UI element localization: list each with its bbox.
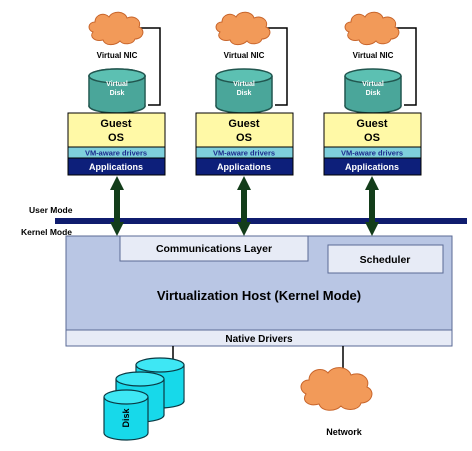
communications-layer-box (119, 235, 309, 262)
communications-layer-label: Communications Layer (156, 243, 272, 255)
vm-drivers-label: VM-aware drivers (85, 149, 147, 158)
applications-box (323, 157, 422, 176)
virtualization-host-title: Virtualization Host (Kernel Mode) (157, 288, 361, 303)
guest-os-label-line2: OS (236, 132, 252, 144)
guest-vm-2: Virtual NIC Virtual Disk Guest OS VM-awa… (195, 11, 294, 176)
network-label: Network (326, 427, 363, 437)
virtual-disk-label-line2: Disk (366, 90, 381, 97)
virtual-disk-label-line1: Virtual (106, 81, 128, 88)
virtual-disk-label-line2: Disk (110, 90, 125, 97)
guest-os-label-line1: Guest (228, 118, 260, 130)
physical-disk-stack-icon: Disk (103, 357, 185, 441)
virtual-disk-label-line1: Virtual (233, 81, 255, 88)
user-kernel-mode-bar (55, 218, 467, 224)
native-drivers-label: Native Drivers (225, 334, 293, 345)
scheduler-label: Scheduler (360, 254, 411, 266)
vm-drivers-label: VM-aware drivers (341, 149, 403, 158)
nic-connector-line (385, 27, 417, 106)
applications-box (67, 157, 166, 176)
applications-label: Applications (217, 162, 271, 172)
guest-vm-1: Virtual NIC Virtual Disk Guest OS VM-awa… (67, 11, 166, 176)
virtual-nic-label: Virtual NIC (224, 51, 265, 60)
guest-os-label-line2: OS (108, 132, 124, 144)
guest-2-kernel-arrow (237, 176, 251, 236)
vm-drivers-label: VM-aware drivers (213, 149, 275, 158)
virtual-disk-icon: Virtual Disk (215, 68, 273, 114)
scheduler-box (327, 244, 444, 274)
native-drivers-box (65, 329, 453, 347)
applications-box (195, 157, 294, 176)
user-mode-label: User Mode (29, 205, 73, 215)
virtual-disk-icon: Virtual Disk (88, 68, 146, 114)
virtual-nic-cloud-icon (344, 11, 400, 46)
guest-os-box (195, 112, 294, 148)
guest-3-kernel-arrow (365, 176, 379, 236)
nic-connector-line (256, 27, 288, 106)
kernel-mode-label: Kernel Mode (21, 227, 72, 237)
network-cloud-icon (300, 367, 373, 411)
guest-vm-3: Virtual NIC Virtual Disk Guest OS VM-awa… (323, 11, 422, 176)
nic-connector-line (129, 27, 161, 106)
virtual-nic-cloud-icon (88, 11, 144, 46)
virtual-nic-label: Virtual NIC (353, 51, 394, 60)
guest-os-label-line1: Guest (356, 118, 388, 130)
virtual-disk-icon: Virtual Disk (344, 68, 402, 114)
disk-label: Disk (121, 408, 131, 428)
guest-os-label-line2: OS (364, 132, 380, 144)
virtual-disk-label-line1: Virtual (362, 81, 384, 88)
guest-1-kernel-arrow (110, 176, 124, 236)
applications-label: Applications (89, 162, 143, 172)
virtual-nic-cloud-icon (215, 11, 271, 46)
applications-label: Applications (345, 162, 399, 172)
guest-os-box (323, 112, 422, 148)
virtual-nic-label: Virtual NIC (97, 51, 138, 60)
guest-os-label-line1: Guest (100, 118, 132, 130)
virtual-disk-label-line2: Disk (237, 90, 252, 97)
